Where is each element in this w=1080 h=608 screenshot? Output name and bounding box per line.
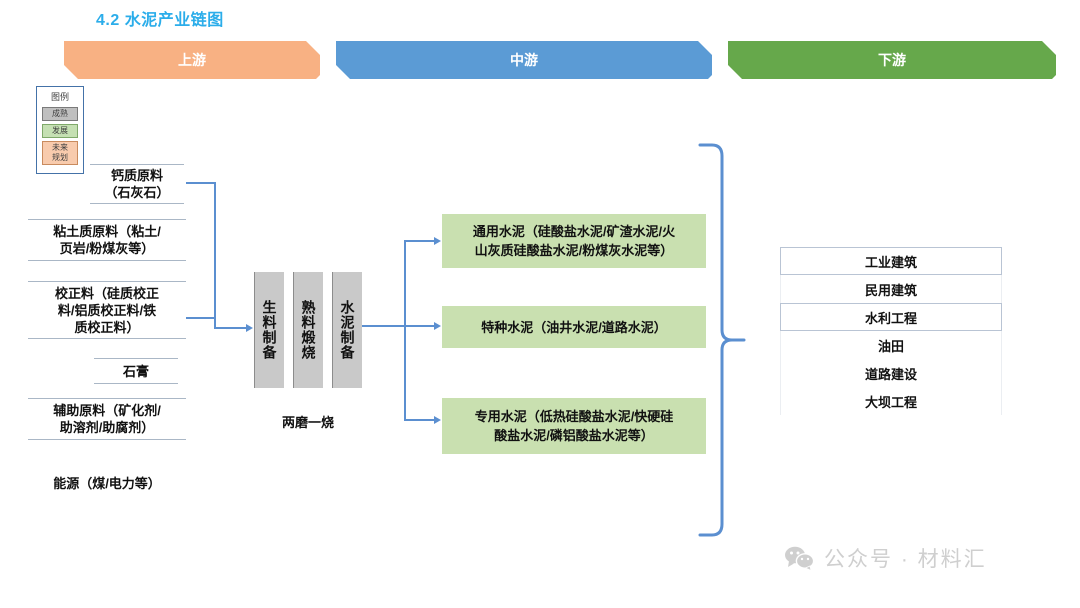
stage-banner-downstream: 下游	[728, 41, 1056, 79]
application-row-road-construction: 道路建设	[780, 359, 1002, 387]
material-box-clay-line1: 粘土质原料（粘土/	[53, 224, 161, 239]
stage-banner-upstream: 上游	[64, 41, 320, 79]
legend-item-future-line2: 规划	[52, 153, 68, 162]
product-box-general-cement: 通用水泥（硅酸盐水泥/矿渣水泥/火 山灰质硅酸盐水泥/粉煤灰水泥等）	[442, 214, 706, 268]
material-box-gypsum: 石膏	[94, 358, 178, 384]
application-list: 工业建筑 民用建筑 水利工程 油田 道路建设 大坝工程	[780, 247, 1002, 415]
product-box-general-cement-line2: 山灰质硅酸盐水泥/粉煤灰水泥等）	[474, 243, 674, 258]
arrow-into-dedicated-cement	[434, 416, 441, 424]
watermark-text: 公众号 · 材料汇	[824, 548, 987, 571]
legend: 图例 成熟 发展 未来 规划	[36, 86, 84, 174]
application-row-industrial: 工业建筑	[780, 247, 1002, 275]
legend-item-future-line1: 未来	[52, 143, 68, 152]
connector-to-dedicated-cement	[404, 419, 436, 421]
stage-banner-midstream: 中游	[336, 41, 712, 79]
material-box-calcareous-line1: 钙质原料	[110, 168, 163, 183]
product-box-special-cement: 特种水泥（油井水泥/道路水泥）	[442, 306, 706, 348]
application-row-water-conservancy: 水利工程	[780, 303, 1002, 331]
material-box-energy: 能源（煤/电力等）	[28, 470, 186, 496]
connector-to-special-cement	[404, 325, 436, 327]
material-box-calcareous: 钙质原料 （石灰石）	[90, 164, 184, 204]
process-step-clinker-calcination-label: 熟料煅烧	[300, 300, 317, 360]
connector-upstream-to-process	[214, 327, 248, 329]
connector-products-trunk	[404, 240, 406, 420]
brace-products-to-applications	[698, 143, 746, 537]
page-title: 4.2 水泥产业链图	[96, 12, 224, 29]
legend-item-mature: 成熟	[42, 107, 78, 121]
application-row-dam-engineering: 大坝工程	[780, 387, 1002, 415]
legend-item-future: 未来 规划	[42, 141, 78, 165]
wechat-icon	[785, 546, 814, 570]
process-step-cement-prep: 水泥制备	[332, 272, 362, 388]
connector-upstream-trunk	[214, 182, 216, 329]
process-step-clinker-calcination: 熟料煅烧	[293, 272, 323, 388]
connector-correctives-horizontal	[186, 317, 216, 319]
connector-to-general-cement	[404, 240, 436, 242]
arrow-into-process	[246, 324, 253, 332]
material-box-auxiliary: 辅助原料（矿化剂/ 助溶剂/助腐剂）	[28, 398, 186, 440]
material-box-calcareous-line2: （石灰石）	[104, 185, 170, 200]
connector-calcareous-horizontal	[186, 182, 216, 184]
application-row-oilfield: 油田	[780, 331, 1002, 359]
process-step-raw-meal-prep-label: 生料制备	[261, 300, 278, 360]
process-caption: 两磨一烧	[281, 415, 334, 430]
stage-banner-downstream-label: 下游	[878, 52, 906, 68]
arrow-into-general-cement	[434, 237, 441, 245]
material-box-clay-line2: 页岩/粉煤灰等）	[59, 241, 155, 256]
material-box-clay: 粘土质原料（粘土/ 页岩/粉煤灰等）	[28, 219, 186, 261]
stage-banner-upstream-label: 上游	[178, 52, 206, 68]
connector-process-out	[362, 325, 406, 327]
process-step-cement-prep-label: 水泥制备	[339, 300, 356, 360]
product-box-dedicated-cement: 专用水泥（低热硅酸盐水泥/快硬硅 酸盐水泥/磷铝酸盐水泥等）	[442, 398, 706, 454]
stage-banner-midstream-label: 中游	[510, 52, 538, 68]
material-box-correctives-line2: 料/铝质校正料/铁	[57, 302, 157, 318]
legend-title: 图例	[50, 92, 69, 102]
product-box-general-cement-line1: 通用水泥（硅酸盐水泥/矿渣水泥/火	[472, 224, 676, 239]
material-box-auxiliary-line1: 辅助原料（矿化剂/	[53, 403, 161, 418]
material-box-correctives-line3: 质校正料）	[74, 319, 140, 335]
application-row-residential: 民用建筑	[780, 275, 1002, 303]
process-step-raw-meal-prep: 生料制备	[254, 272, 284, 388]
material-box-correctives: 校正料（硅质校正 料/铝质校正料/铁 质校正料）	[28, 281, 186, 339]
product-box-dedicated-cement-line1: 专用水泥（低热硅酸盐水泥/快硬硅	[474, 409, 674, 424]
arrow-into-special-cement	[434, 322, 441, 330]
watermark: 公众号 · 材料汇	[784, 543, 987, 573]
material-box-correctives-line1: 校正料（硅质校正	[54, 285, 159, 301]
legend-item-growth: 发展	[42, 124, 78, 138]
material-box-auxiliary-line2: 助溶剂/助腐剂）	[59, 420, 155, 435]
product-box-dedicated-cement-line2: 酸盐水泥/磷铝酸盐水泥等）	[494, 428, 654, 443]
